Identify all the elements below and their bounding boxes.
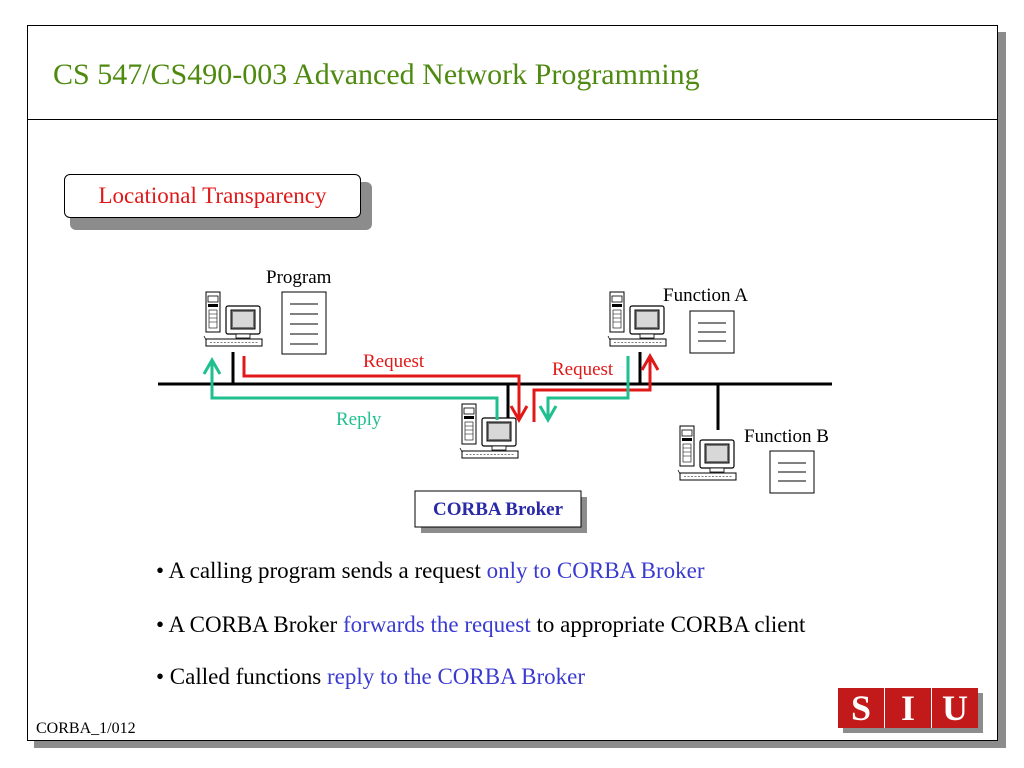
request-label-right: Request — [552, 359, 614, 380]
bullet-item: • A CORBA Broker forwards the request to… — [156, 612, 806, 637]
bullet-highlight: only to CORBA Broker — [486, 558, 705, 583]
bullet-item: • Called functions reply to the CORBA Br… — [156, 664, 586, 689]
request-arrow-to-function-a — [532, 358, 652, 422]
logo-letter: U — [932, 688, 978, 728]
function-a-document-icon — [689, 310, 735, 354]
slide-title: CS 547/CS490-003 Advanced Network Progra… — [53, 58, 700, 91]
function-a-computer-icon — [607, 291, 667, 347]
reply-label: Reply — [336, 409, 382, 430]
section-tag: Locational Transparency — [64, 174, 361, 218]
broker-label-box — [414, 490, 582, 528]
function-a-label: Function A — [663, 285, 748, 306]
function-b-label: Function B — [744, 426, 829, 447]
title-divider — [27, 119, 998, 120]
request-label-left: Request — [363, 351, 425, 372]
broker-label: CORBA Broker — [433, 499, 564, 520]
program-computer-icon — [203, 291, 263, 347]
bullet-highlight: reply to the CORBA Broker — [326, 664, 586, 689]
program-document-icon — [281, 291, 327, 355]
bullet-highlight: forwards the request — [342, 612, 531, 637]
reply-arrow-to-program — [210, 362, 499, 420]
program-label: Program — [266, 267, 332, 288]
reply-arrow-to-broker — [546, 356, 630, 418]
logo-letter: S — [838, 688, 884, 728]
bullet-item: • A calling program sends a request only… — [156, 558, 705, 583]
request-arrow-to-broker — [242, 356, 521, 418]
function-b-document-icon — [769, 450, 815, 494]
function-b-computer-icon — [677, 425, 737, 481]
slide-footer-code: CORBA_1/012 — [36, 720, 136, 737]
logo-letter: I — [885, 688, 931, 728]
